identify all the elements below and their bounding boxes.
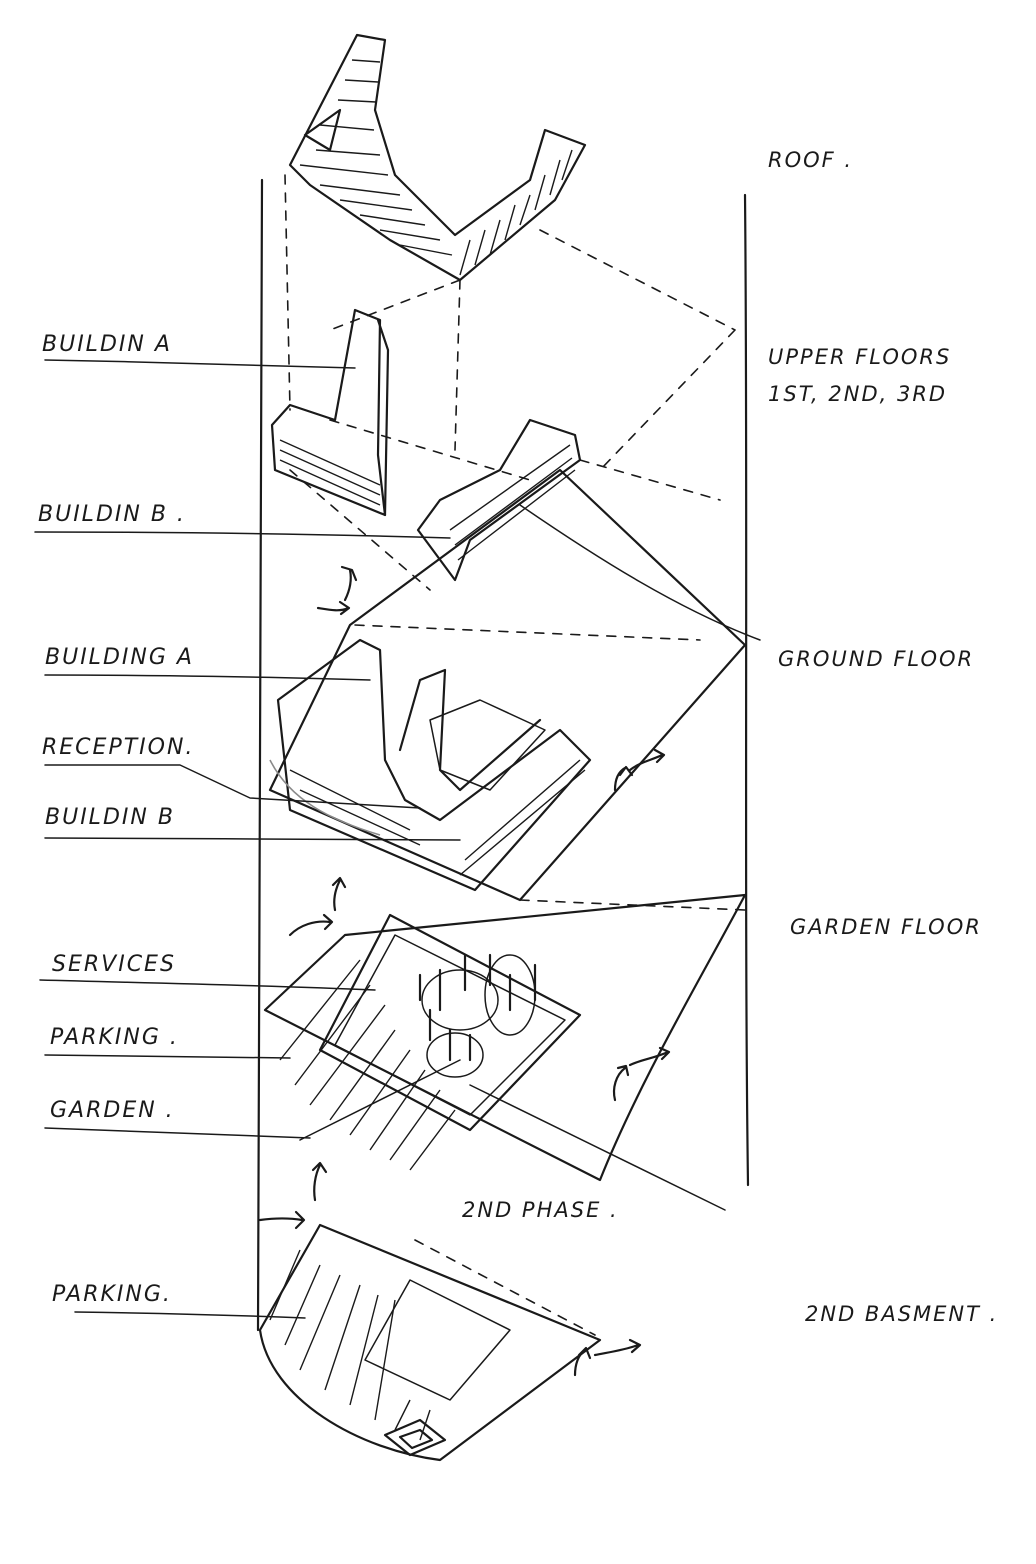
ground-floor-plate: [268, 468, 747, 911]
left-frame-line: [256, 178, 264, 1332]
leader-lines-right: [519, 504, 761, 641]
label-ground-floor: GROUND FLOOR: [778, 647, 975, 671]
upper-floors-buildings: [270, 308, 721, 591]
roof-slab: [288, 33, 587, 282]
leader-lines-left: [34, 359, 461, 1319]
label-garden-floor: GARDEN FLOOR: [790, 915, 982, 939]
label-upper-floors-line2: 1ST, 2ND, 3RD: [768, 382, 948, 406]
label-building-a-upper: BUILDIN A: [42, 332, 172, 357]
label-parking-basement: PARKING.: [52, 1282, 172, 1307]
label-building-a-ground: BUILDING A: [45, 645, 194, 670]
label-upper-floors-line1: UPPER FLOORS: [768, 345, 952, 369]
roof-projection-lines: [284, 174, 736, 471]
circulation-arrows: [258, 565, 671, 1377]
label-roof: ROOF .: [768, 148, 854, 172]
label-second-phase: 2ND PHASE .: [462, 1198, 619, 1222]
label-building-b-ground: BUILDIN B: [45, 805, 175, 830]
basement-plate: [258, 1223, 602, 1462]
label-garden: GARDEN .: [50, 1098, 175, 1123]
garden-floor-plate: [263, 893, 747, 1211]
label-parking-garden: PARKING .: [50, 1025, 179, 1050]
label-building-b-upper: BUILDIN B .: [38, 502, 186, 527]
label-reception: RECEPTION.: [42, 735, 195, 760]
label-second-basement: 2ND BASMENT .: [805, 1302, 999, 1326]
label-services: SERVICES: [52, 952, 176, 977]
right-frame-line: [743, 193, 750, 1187]
